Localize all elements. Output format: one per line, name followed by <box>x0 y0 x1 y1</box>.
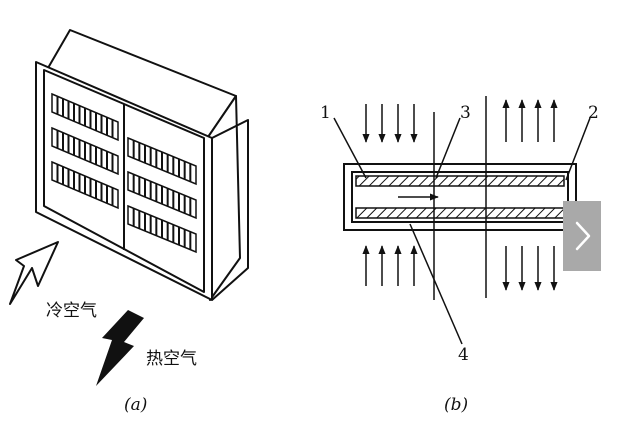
fin-row <box>51 92 119 142</box>
hot-air-arrow <box>96 310 144 386</box>
airflow-arrows <box>362 99 558 291</box>
callout-2: 2 <box>588 103 599 123</box>
heat-pipe-section <box>343 163 577 231</box>
heat-exchanger-unit <box>35 29 249 301</box>
fin-row <box>127 136 197 186</box>
chevron-right-icon <box>575 221 591 251</box>
cold-air-label: 冷空气 <box>46 301 97 321</box>
cold-air-arrow <box>9 241 59 305</box>
fin-row <box>127 170 197 220</box>
next-image-button[interactable] <box>563 201 601 271</box>
caption-b: (b) <box>444 395 468 415</box>
fin-row <box>51 160 119 210</box>
wick-bottom <box>355 207 565 219</box>
fin-row <box>127 204 197 254</box>
wick-top <box>355 175 565 187</box>
fin-rows <box>51 92 197 254</box>
callout-leaders <box>333 117 591 345</box>
hot-air-label: 热空气 <box>146 349 197 369</box>
callout-1: 1 <box>320 103 331 123</box>
callout-3: 3 <box>460 103 471 123</box>
fin-row <box>51 126 119 176</box>
caption-a: (a) <box>124 395 147 415</box>
callout-4: 4 <box>458 345 469 365</box>
